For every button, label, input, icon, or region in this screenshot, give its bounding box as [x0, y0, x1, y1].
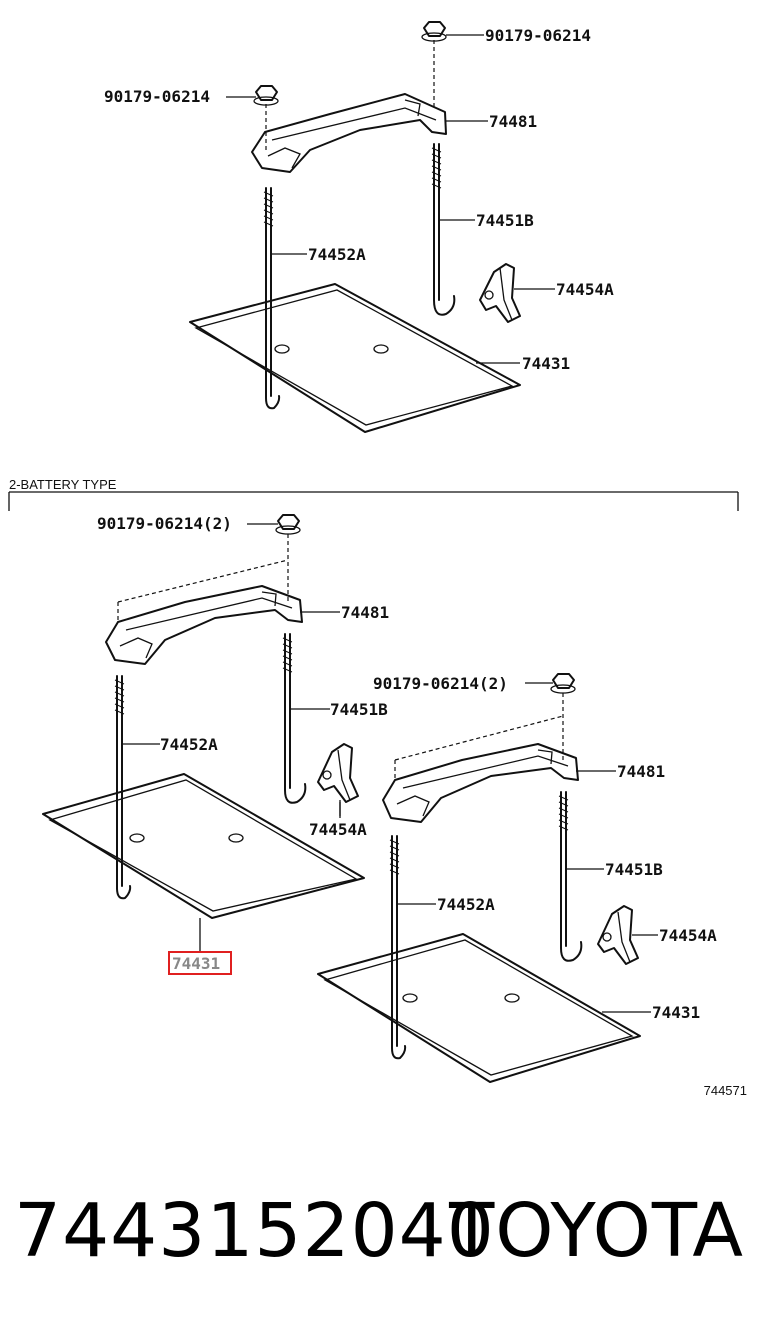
assembly-two-battery-right: 90179-06214(2) 74481 74451B 74452A 74454…: [317, 673, 717, 1083]
battery-clamp-right-drawing: [382, 743, 579, 823]
hook-rod-a-drawing: [263, 187, 281, 410]
hook-rod-b-right-drawing: [558, 791, 583, 962]
callout-left-rod-a: 74452A: [160, 735, 218, 754]
battery-clamp-drawing: [251, 93, 447, 173]
bracket-left-drawing: [317, 743, 359, 816]
brand-label: TOYOTA: [449, 1188, 744, 1274]
bracket-right-drawing: [597, 905, 639, 965]
flange-nut-right-drawing: [550, 673, 576, 694]
hook-rod-a-left-drawing: [114, 675, 132, 900]
assembly-single-battery: 90179-06214 90179-06214 74481 74451B 744…: [104, 21, 614, 433]
battery-tray-drawing: [189, 283, 521, 433]
section-label: 2-BATTERY TYPE: [9, 477, 117, 492]
callout-right-nut: 90179-06214(2): [373, 674, 508, 693]
hook-rod-b-drawing: [431, 143, 456, 316]
callout-right-tray: 74431: [652, 1003, 700, 1022]
part-number-title: 7443152040: [14, 1188, 495, 1274]
hook-rod-a-right-drawing: [389, 835, 407, 1060]
callout-top-clamp: 74481: [489, 112, 537, 131]
callout-top-nut-b: 90179-06214: [485, 26, 591, 45]
callout-left-bracket: 74454A: [309, 820, 367, 839]
callout-left-nut: 90179-06214(2): [97, 514, 232, 533]
figure-id: 744571: [704, 1083, 747, 1098]
callout-right-rod-a: 74452A: [437, 895, 495, 914]
callout-right-rod-b: 74451B: [605, 860, 663, 879]
flange-nut-b-drawing: [421, 21, 447, 42]
highlight-box: [168, 951, 232, 975]
hook-rod-b-left-drawing: [282, 633, 307, 804]
callout-top-rod-a: 74452A: [308, 245, 366, 264]
callout-left-rod-b: 74451B: [330, 700, 388, 719]
callout-left-tray-highlighted: 74431: [172, 954, 220, 973]
flange-nut-a-drawing: [253, 85, 279, 106]
battery-tray-left-drawing: [42, 773, 365, 919]
callout-left-clamp: 74481: [341, 603, 389, 622]
callout-top-tray: 74431: [522, 354, 570, 373]
section-bracket: [8, 491, 739, 511]
battery-tray-right-drawing: [317, 933, 641, 1083]
callout-top-bracket: 74454A: [556, 280, 614, 299]
bracket-drawing: [479, 263, 521, 323]
callout-top-nut-a: 90179-06214: [104, 87, 210, 106]
callout-right-clamp: 74481: [617, 762, 665, 781]
callout-top-rod-b: 74451B: [476, 211, 534, 230]
callout-right-bracket: 74454A: [659, 926, 717, 945]
battery-clamp-left-drawing: [105, 585, 303, 665]
flange-nut-left-drawing: [275, 514, 301, 535]
assembly-two-battery-left: 90179-06214(2) 74481 74451B 74452A 74454…: [42, 514, 389, 975]
